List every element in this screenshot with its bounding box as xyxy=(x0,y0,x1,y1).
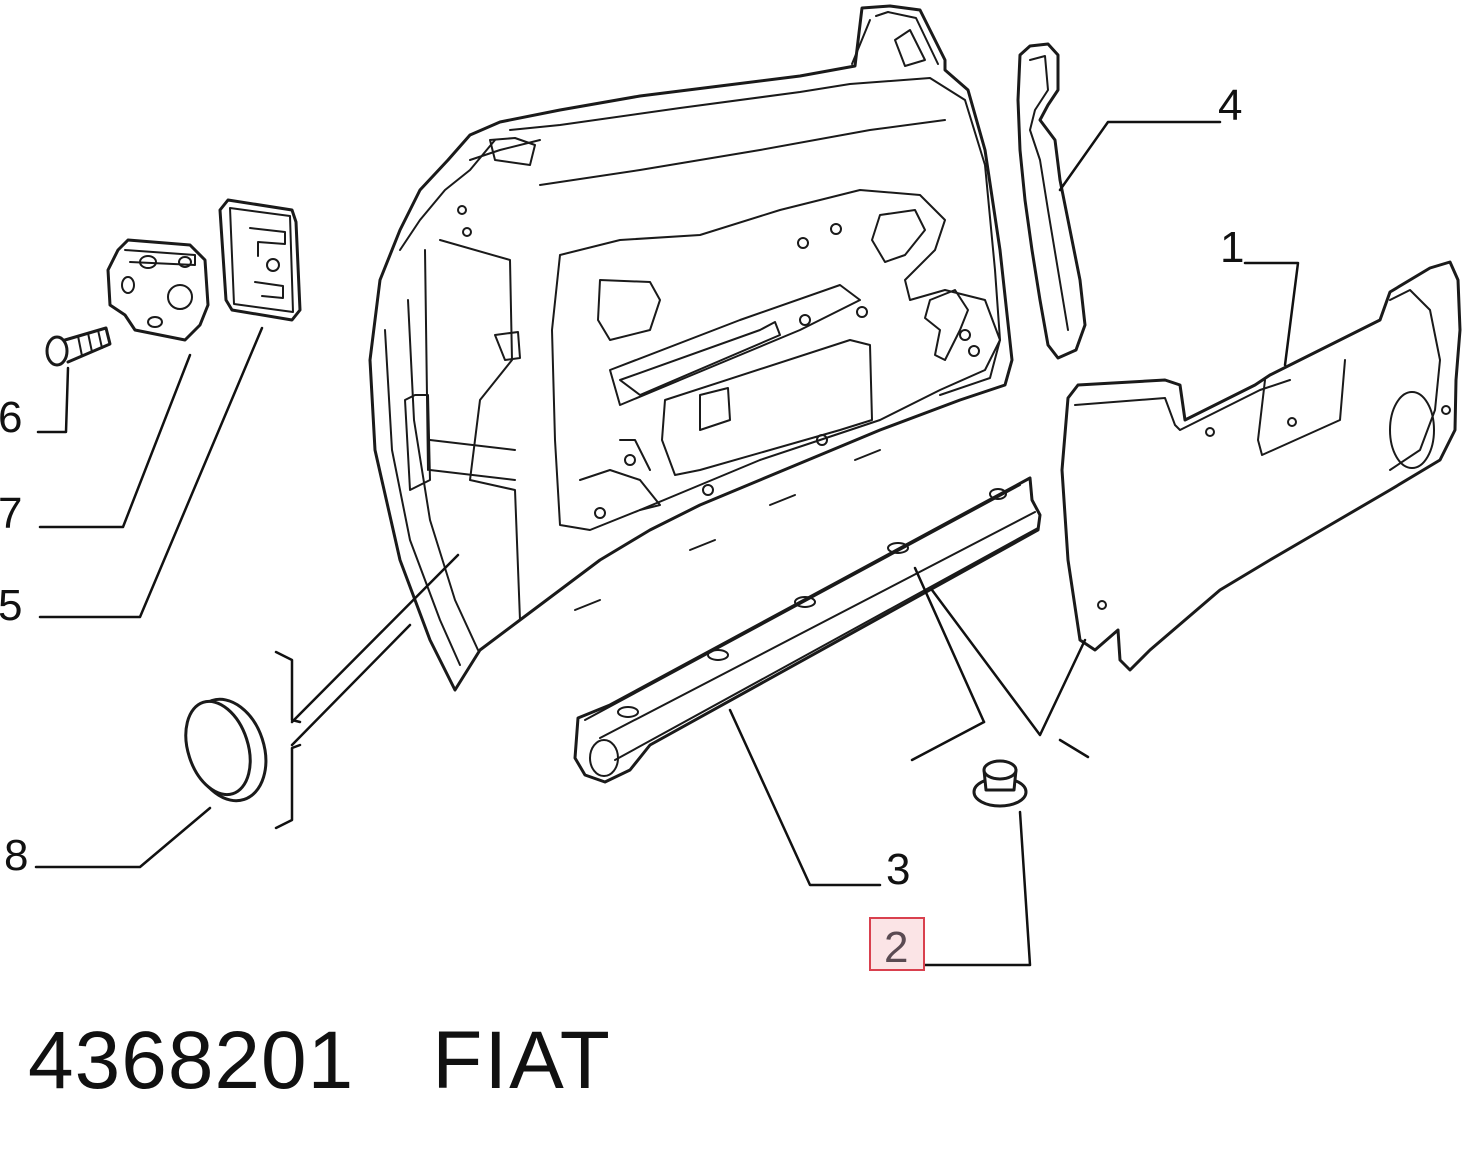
part-5-plate xyxy=(218,198,302,322)
part-1-trim-panel xyxy=(1060,260,1462,672)
callout-2-highlight xyxy=(869,917,925,971)
callout-3: 3 xyxy=(886,845,910,894)
part-2-clip xyxy=(972,759,1028,808)
part-4-vertical-seal xyxy=(1016,42,1087,360)
door-shell xyxy=(368,4,1014,692)
part-3-sill-rail xyxy=(573,476,1042,784)
brand-name: FIAT xyxy=(432,1015,612,1106)
footer: 4368201 FIAT xyxy=(28,1014,612,1114)
callout-7: 7 xyxy=(0,489,22,538)
callout-6: 6 xyxy=(0,393,22,442)
part-8-cap xyxy=(184,697,268,803)
leader-lines xyxy=(34,120,1300,967)
part-7-block xyxy=(106,238,210,342)
part-6-bolt xyxy=(45,326,112,367)
callout-labels: 1 4 6 7 5 8 3 2 xyxy=(0,81,1244,972)
callout-1: 1 xyxy=(1220,223,1244,272)
callout-8: 8 xyxy=(4,831,28,880)
callout-4: 4 xyxy=(1218,81,1242,130)
callout-5: 5 xyxy=(0,581,22,630)
callout-2: 2 xyxy=(884,923,908,972)
part-number: 4368201 xyxy=(28,1015,355,1106)
